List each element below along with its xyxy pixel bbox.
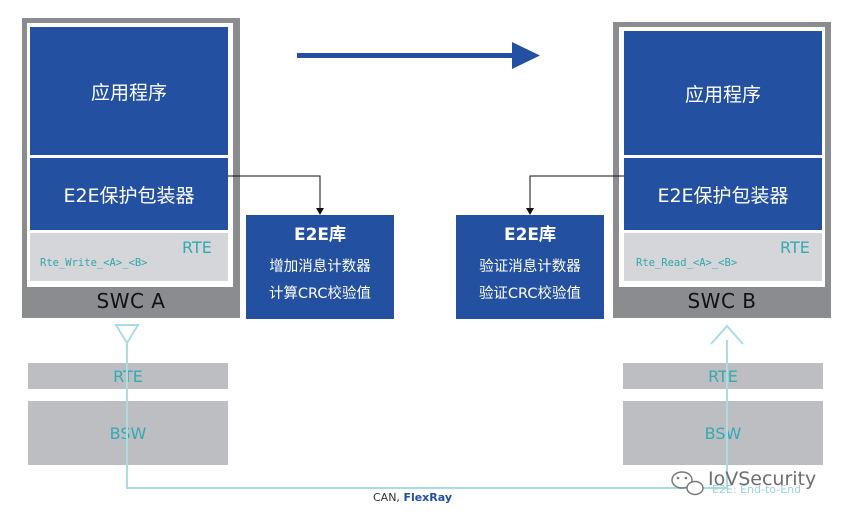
- swc-a-rte-box: [30, 233, 228, 281]
- down-arrow-icon: [114, 324, 140, 345]
- swc-a-rte-api: Rte_Write_<A>_<B>: [40, 257, 148, 269]
- e2e-library-right-line1: 验证消息计数器: [479, 259, 581, 275]
- bus-label-can: CAN,: [373, 491, 404, 504]
- e2e-library-left: E2E库 增加消息计数器 计算CRC校验值: [246, 215, 394, 319]
- e2e-library-right-line2: 验证CRC校验值: [478, 286, 582, 302]
- swc-b-to-library-line: [529, 175, 624, 209]
- watermark-subtext: E2E: End-to-End: [712, 483, 802, 496]
- e2e-library-left-title: E2E库: [293, 225, 347, 245]
- swc-a-application: 应用程序: [30, 27, 228, 155]
- e2e-library-right: E2E库 验证消息计数器 验证CRC校验值: [456, 215, 604, 319]
- swc-b-e2e-wrapper: E2E保护包装器: [624, 158, 822, 230]
- e2e-library-left-line1: 增加消息计数器: [269, 259, 371, 275]
- swc-a-rte-label: RTE: [182, 238, 212, 257]
- watermark-brand: IoVSecurity: [708, 468, 817, 490]
- wechat-icon: [671, 471, 704, 496]
- bus-line: [126, 340, 728, 489]
- right-bsw-layer: BSW: [623, 401, 823, 465]
- swc-a-to-library-line: [228, 175, 321, 209]
- bus-label: CAN, FlexRay: [373, 491, 452, 504]
- swc-b-application: 应用程序: [624, 31, 822, 155]
- swc-b-rte-box: [624, 233, 822, 281]
- right-rte-layer: RTE: [623, 363, 823, 389]
- up-arrow-icon: [710, 324, 744, 345]
- swc-b-label: SWC B: [687, 289, 757, 313]
- swc-b-rte-api: Rte_Read_<A>_<B>: [636, 257, 738, 269]
- swc-b-rte-label: RTE: [780, 238, 810, 257]
- e2e-library-right-title: E2E库: [503, 225, 557, 245]
- swc-a-e2e-wrapper: E2E保护包装器: [30, 158, 228, 230]
- swc-a-label: SWC A: [96, 289, 166, 313]
- e2e-library-left-line2: 计算CRC校验值: [268, 286, 372, 302]
- arrow-right-icon: [297, 42, 540, 69]
- bus-label-flexray: FlexRay: [403, 491, 453, 504]
